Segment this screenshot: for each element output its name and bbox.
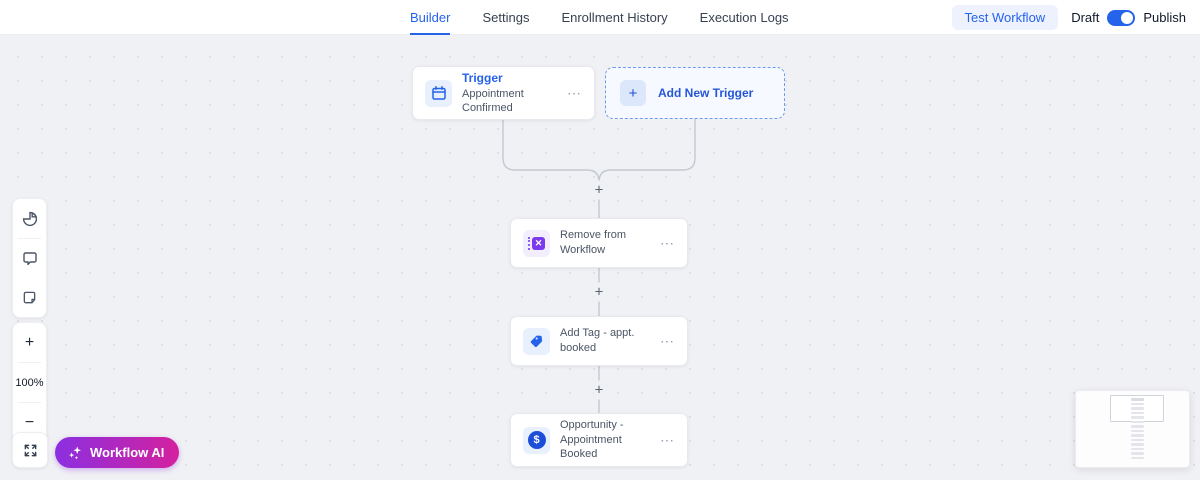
add-new-trigger-label: Add New Trigger	[658, 86, 754, 100]
workflow-ai-button[interactable]: Workflow AI	[55, 437, 180, 468]
stats-pie-chart-icon[interactable]	[13, 199, 46, 238]
action-node-label: Add Tag - appt. booked	[560, 327, 635, 354]
trigger-node-menu-icon[interactable]: ⋯	[567, 85, 582, 101]
tab-execution-logs[interactable]: Execution Logs	[699, 10, 789, 25]
top-navigation-bar: Builder Settings Enrollment History Exec…	[0, 0, 1200, 35]
notes-icon[interactable]	[13, 278, 46, 317]
calendar-icon	[425, 79, 452, 107]
zoom-level-indicator[interactable]: 100%	[15, 376, 44, 389]
add-new-trigger-button[interactable]: + Add New Trigger	[605, 67, 785, 119]
node-menu-icon[interactable]: ⋯	[660, 333, 675, 349]
trigger-node-text: Trigger Appointment Confirmed	[462, 71, 557, 115]
action-node-add-tag[interactable]: Add Tag - appt. booked ⋯	[510, 316, 688, 366]
remove-from-workflow-icon: ✕	[523, 229, 550, 257]
minimap-nodes	[1131, 398, 1144, 459]
expand-icon	[24, 444, 36, 456]
publish-label: Publish	[1143, 10, 1186, 25]
tab-enrollment-history[interactable]: Enrollment History	[561, 10, 668, 25]
edge-trigger-left	[502, 120, 600, 183]
trigger-node-title: Trigger	[462, 70, 503, 85]
canvas-tools-card	[12, 198, 47, 318]
node-menu-icon[interactable]: ⋯	[660, 235, 675, 251]
test-workflow-button[interactable]: Test Workflow	[951, 5, 1059, 30]
toolbar-divider	[18, 402, 41, 403]
tag-icon	[523, 327, 550, 355]
edge-trigger-right	[598, 119, 696, 183]
toolbar-divider	[18, 238, 41, 239]
zoom-in-button[interactable]: +	[24, 333, 35, 351]
toolbar-divider	[18, 362, 41, 363]
tab-builder[interactable]: Builder	[410, 0, 451, 35]
zoom-controls-card: + 100% −	[12, 322, 47, 443]
trigger-node[interactable]: Trigger Appointment Confirmed ⋯	[412, 66, 595, 120]
action-node-remove-from-workflow[interactable]: ✕ Remove from Workflow ⋯	[510, 218, 688, 268]
fullscreen-button[interactable]	[12, 432, 48, 468]
add-step-button-1[interactable]: +	[593, 180, 605, 200]
add-step-button-3[interactable]: +	[593, 380, 605, 400]
header-actions: Test Workflow Draft Publish	[951, 0, 1186, 35]
builder-tabs: Builder Settings Enrollment History Exec…	[410, 0, 789, 35]
toggle-knob	[1121, 11, 1134, 24]
dollar-icon: $	[523, 426, 550, 454]
action-node-label: Opportunity - Appointment Booked	[560, 418, 624, 461]
plus-icon: +	[620, 80, 646, 106]
minimap[interactable]	[1075, 390, 1190, 468]
tab-settings[interactable]: Settings	[482, 10, 530, 25]
draft-publish-control: Draft Publish	[1071, 9, 1186, 26]
trigger-node-subtitle: Appointment Confirmed	[462, 87, 524, 114]
node-menu-icon[interactable]: ⋯	[660, 432, 675, 448]
workflow-canvas[interactable]: Trigger Appointment Confirmed ⋯ + Add Ne…	[0, 35, 1200, 480]
add-step-button-2[interactable]: +	[593, 282, 605, 302]
publish-toggle[interactable]	[1107, 9, 1136, 26]
zoom-out-button[interactable]: −	[24, 413, 35, 431]
workflow-ai-label: Workflow AI	[90, 445, 165, 460]
sparkles-icon	[69, 446, 81, 459]
draft-label: Draft	[1071, 10, 1100, 25]
comment-icon[interactable]	[13, 239, 46, 278]
action-node-label: Remove from Workflow	[560, 229, 627, 256]
action-node-opportunity[interactable]: $ Opportunity - Appointment Booked ⋯	[510, 413, 688, 467]
